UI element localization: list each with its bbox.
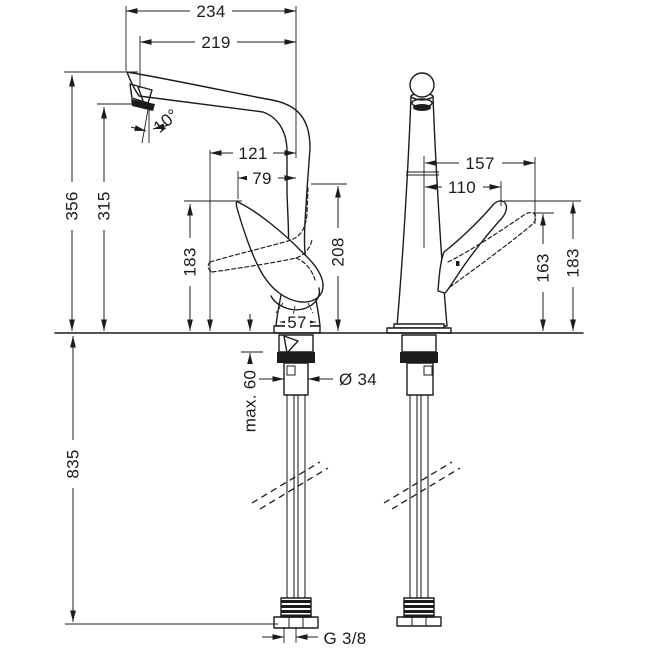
side-connector-rib-bands	[281, 600, 311, 617]
front-lever-pivot	[456, 261, 460, 266]
dim-183-front: 183	[564, 239, 583, 287]
side-lever-solid	[235, 200, 324, 303]
dim-arrow-angle-right	[152, 123, 170, 130]
dim-183-side-label: 183	[181, 247, 200, 276]
dim-57-label: 57	[287, 313, 307, 332]
side-shank	[283, 362, 309, 396]
aerator-facet-line	[137, 86, 144, 102]
front-connector-hex-nut	[396, 616, 442, 627]
dim-g38-label: G 3/8	[323, 629, 366, 648]
side-hex-facets	[288, 617, 304, 628]
dim-angle: 10°	[150, 105, 183, 137]
side-stabilizer-tab	[283, 335, 299, 354]
angle-reference-lines	[141, 103, 150, 144]
dim-d34: Ø 34	[339, 370, 377, 389]
dim-356: 356	[63, 182, 82, 230]
dim-57: 57	[285, 313, 310, 332]
dim-79: 79	[247, 169, 278, 188]
dimension-labels: 234 219 121 79 57 157 110 Ø 34 G 3/8 356…	[63, 2, 583, 648]
dome-shading	[275, 302, 314, 317]
dim-157-label: 157	[465, 154, 494, 173]
dim-208: 208	[329, 228, 348, 276]
dim-arrow-angle-left	[130, 125, 147, 132]
dim-219: 219	[195, 33, 237, 52]
front-spout-end	[409, 72, 435, 98]
front-shank	[406, 362, 434, 396]
front-hex-facets	[411, 617, 427, 626]
dim-356-label: 356	[63, 191, 82, 220]
side-connector-hex-nut	[273, 616, 319, 629]
front-body-seams	[406, 171, 439, 176]
dim-max60-label: max. 60	[241, 370, 260, 433]
front-mounting-block	[401, 334, 437, 353]
front-lever-solid	[437, 200, 508, 294]
dim-163-label: 163	[534, 253, 553, 282]
front-base-plate	[386, 327, 452, 334]
dim-g38: G 3/8	[323, 629, 366, 648]
dim-max60: max. 60	[241, 364, 260, 438]
dim-angle-label: 10°	[150, 105, 183, 137]
dim-121: 121	[233, 144, 273, 163]
faucet-front-view	[383, 72, 537, 627]
side-hose-break-marks	[251, 461, 329, 510]
dim-183-side: 183	[181, 238, 200, 286]
dim-163: 163	[534, 244, 553, 292]
dim-183-front-label: 183	[564, 248, 583, 277]
side-lever-dome	[270, 287, 321, 311]
front-spout-underside	[410, 96, 434, 101]
side-lever-dashed-lower	[211, 239, 313, 273]
dim-157: 157	[459, 154, 502, 173]
side-lever-dashed-hub	[295, 257, 316, 281]
front-aerator-dark	[413, 104, 431, 111]
front-hose-break-marks	[383, 461, 461, 510]
side-shank-clip	[286, 365, 296, 376]
dim-110: 110	[442, 178, 483, 197]
dim-315: 315	[95, 182, 114, 230]
side-thread-band	[277, 352, 315, 363]
faucet-side-view	[126, 71, 329, 629]
dim-d34-label: Ø 34	[339, 370, 377, 389]
side-supply-hoses	[286, 395, 306, 598]
extension-lines	[64, 6, 581, 643]
dim-219-label: 219	[201, 33, 230, 52]
dim-234: 234	[190, 2, 232, 21]
dim-315-label: 315	[95, 191, 114, 220]
front-shank-clip	[423, 365, 433, 376]
dim-835: 835	[64, 440, 83, 488]
dim-121-label: 121	[238, 144, 267, 163]
front-connector-rib-bands	[404, 600, 434, 617]
side-lever-dashed-upper	[209, 187, 309, 263]
side-lever-dashed-tip	[207, 261, 213, 273]
dim-835-label: 835	[64, 449, 83, 478]
front-thread-band	[400, 352, 438, 363]
dim-79-label: 79	[252, 169, 272, 188]
dim-110-label: 110	[448, 178, 476, 197]
dim-208-label: 208	[329, 237, 348, 266]
front-supply-hoses	[409, 395, 429, 598]
dim-234-label: 234	[196, 2, 225, 21]
